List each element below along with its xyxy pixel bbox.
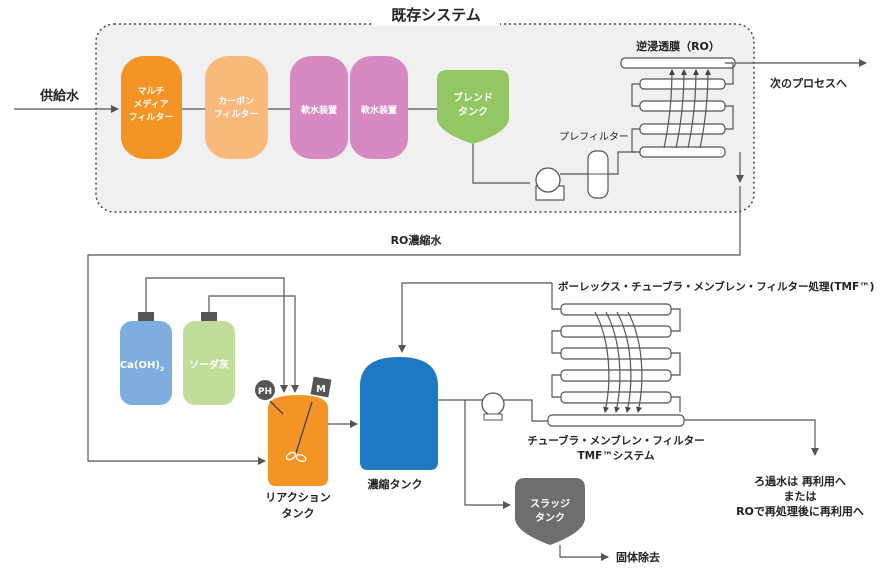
reaction-tank-label-1: リアクション: [265, 491, 330, 504]
tmf-permeate-line-3: [616, 311, 632, 413]
multimedia-filter: [121, 56, 182, 159]
mixer-shaft: [295, 401, 313, 454]
multimedia-filter-label-3: フィルター: [129, 111, 174, 123]
ro-label: 逆浸透膜（RO）: [636, 39, 720, 53]
carbon-filter-label-2: フィルター: [214, 108, 259, 120]
next-process-label: 次のプロセスへ: [770, 76, 847, 90]
pipe-prefilter-to-ro: [608, 151, 636, 175]
solids-removal-label: 固体除去: [616, 550, 660, 564]
mixer-motor-icon: [310, 376, 332, 398]
tmf-membrane-4: [560, 369, 672, 382]
caoh2-cap: [138, 312, 154, 322]
ro-connector-right-2: [725, 62, 734, 85]
caoh2-tank: [120, 321, 172, 405]
tmf-connector-left-2: [551, 374, 561, 398]
ro-membrane-2: [639, 78, 726, 90]
softener-1: [290, 56, 348, 159]
ro-permeate-line-2: [675, 69, 687, 149]
ro-membrane-1: [620, 57, 736, 69]
solids-removal-arrow: [559, 545, 609, 561]
tmf-permeate-line-2: [605, 311, 621, 413]
feed-water-label: 供給水: [39, 88, 80, 104]
caoh2-label: Ca(OH)2: [120, 360, 164, 373]
soda-ash-tank: [183, 321, 235, 405]
title-background: [372, 4, 500, 26]
filtrate-label-2: または: [784, 490, 817, 503]
blend-tank-label-2: タンク: [458, 106, 488, 118]
tmf-outlet-connector: [551, 283, 561, 310]
mixer-blade-icon: [285, 451, 297, 461]
filtrate-label-1: ろ過水は 再利用へ: [754, 474, 846, 488]
ro-permeate-line-4: [699, 69, 711, 149]
tmf-connector-left-1: [551, 330, 561, 354]
tmf-connector-right-3: [671, 396, 681, 412]
reaction-tank-label-2: タンク: [282, 507, 315, 520]
tmf-system-label-2: TMF™システム: [578, 450, 655, 462]
tmf-permeate-line-4: [627, 311, 643, 413]
mixer-blade-icon-2: [295, 454, 307, 462]
sludge-tank-label-1: スラッジ: [530, 498, 570, 510]
filtrate-label-3: ROで再処理後に再利用へ: [736, 504, 864, 518]
concentrate-tank: [360, 357, 438, 470]
multimedia-filter-label-2: メディア: [133, 98, 168, 110]
tmf-system-label-1: チューブラ・メンブレン・フィルター: [527, 434, 704, 447]
soda-feed-pipe: [208, 295, 299, 393]
multimedia-filter-label-1: マルチ: [137, 86, 164, 97]
ro-connector-right-1: [725, 105, 734, 130]
pipe-pump-to-tmf: [504, 399, 548, 422]
tmf-membrane-5: [560, 391, 672, 404]
blend-tank-label-1: ブレンド: [453, 91, 493, 104]
filtrate-arrow: [684, 419, 819, 456]
tmf-process-label: ボーレックス・チューブラ・メンブレン・フィルター処理(TMF™): [558, 280, 874, 293]
tmf-pump-icon: [481, 392, 505, 416]
tmf-connector-right-1: [671, 308, 681, 332]
sludge-tank-label-2: タンク: [535, 512, 565, 524]
ro-concentrate-label: RO濃縮水: [391, 233, 443, 247]
tmf-connector-right-2: [671, 352, 681, 376]
sludge-tank: [515, 478, 585, 545]
soda-cap: [201, 312, 217, 322]
tmf-membrane-3: [560, 347, 672, 360]
ph-sensor-icon: [255, 380, 275, 400]
existing-system-title: 既存システム: [391, 6, 481, 24]
blend-tank: [437, 70, 509, 144]
ro-permeate-line-3: [687, 69, 699, 149]
caoh2-feed-pipe: [145, 277, 288, 393]
ph-probe: [269, 400, 284, 415]
tmf-pump-base: [483, 413, 503, 421]
pipe-blend-to-pump: [472, 144, 530, 184]
pipe-to-sludge: [464, 400, 511, 509]
tmf-membrane-2: [560, 325, 672, 338]
tmf-permeate-line-1: [594, 311, 610, 413]
motor-label: M: [316, 384, 326, 395]
ro-connector-left-1: [631, 83, 640, 107]
tmf-membrane-1: [560, 303, 672, 316]
pump-icon: [535, 167, 561, 193]
ro-concentrate-pipe: [87, 186, 741, 465]
prefilter-label: プレフィルター: [559, 131, 629, 143]
carbon-filter: [205, 56, 268, 159]
ro-membrane-5: [639, 146, 726, 158]
ro-permeate-line-1: [663, 69, 675, 149]
ro-connector-left-2: [631, 128, 640, 153]
ph-label: PH: [258, 387, 272, 397]
tmf-return-pipe: [398, 282, 552, 353]
softener-2: [350, 56, 408, 159]
tmf-collector: [547, 414, 685, 427]
soda-ash-label: ソーダ灰: [189, 358, 229, 371]
softener-1-label: 軟水装置: [301, 104, 337, 116]
carbon-filter-label-1: カーボン: [218, 95, 254, 107]
ro-membrane-4: [639, 123, 726, 135]
softener-2-label: 軟水装置: [361, 104, 397, 116]
concentrate-tank-label: 濃縮タンク: [368, 477, 423, 491]
reaction-tank: [268, 395, 328, 486]
